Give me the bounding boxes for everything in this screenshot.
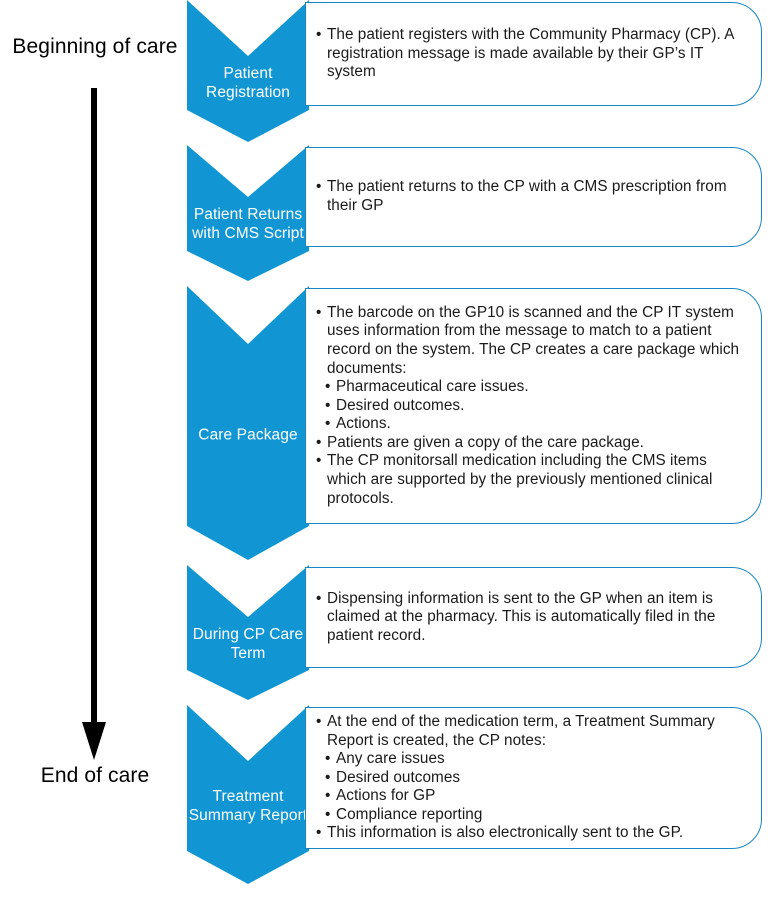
chevron-shape-4[interactable]: [187, 565, 309, 700]
bullet-list-1: The patient registers with the Community…: [306, 26, 761, 82]
flow-step-1: Patient RegistrationThe patient register…: [0, 0, 773, 142]
bullet-item: At the end of the medication term, a Tre…: [316, 713, 747, 750]
flow-step-3: Care PackageThe barcode on the GP10 is s…: [0, 286, 773, 560]
bullet-list-3: The barcode on the GP10 is scanned and t…: [306, 304, 761, 509]
callout-box-3: The barcode on the GP10 is scanned and t…: [305, 288, 762, 524]
bullet-item: Dispensing information is sent to the GP…: [316, 590, 747, 646]
bullet-list-2: The patient returns to the CP with a CMS…: [306, 178, 761, 215]
flow-step-4: During CP Care TermDispensing informatio…: [0, 565, 773, 700]
bullet-item: The CP monitorsall medication including …: [316, 452, 747, 508]
timeline-end-label: End of care: [40, 764, 150, 787]
bullet-item: Any care issues: [325, 750, 747, 769]
down-arrow-icon: [70, 88, 120, 760]
bullet-item: Patients are given a copy of the care pa…: [316, 434, 747, 453]
bullet-item: The barcode on the GP10 is scanned and t…: [316, 304, 747, 378]
chevron-shape-3[interactable]: [187, 286, 309, 560]
flow-step-2: Patient Returns with CMS ScriptThe patie…: [0, 145, 773, 281]
callout-box-5: At the end of the medication term, a Tre…: [305, 707, 762, 849]
bullet-item: Desired outcomes: [325, 769, 747, 788]
flow-step-5: Treatment Summary ReportAt the end of th…: [0, 705, 773, 884]
bullet-item: The patient registers with the Community…: [316, 26, 747, 82]
bullet-item: The patient returns to the CP with a CMS…: [316, 178, 747, 215]
chevron-shape-5[interactable]: [187, 705, 309, 884]
bullet-item: Compliance reporting: [325, 806, 747, 825]
chevron-shape-2[interactable]: [187, 145, 309, 281]
bullet-item: Actions for GP: [325, 787, 747, 806]
callout-box-2: The patient returns to the CP with a CMS…: [305, 147, 762, 247]
bullet-list-5: At the end of the medication term, a Tre…: [306, 713, 761, 843]
timeline-start-label: Beginning of care: [12, 35, 178, 58]
bullet-item: Actions.: [325, 415, 747, 434]
callout-box-1: The patient registers with the Community…: [305, 2, 762, 106]
bullet-item: Pharmaceutical care issues.: [325, 378, 747, 397]
bullet-list-4: Dispensing information is sent to the GP…: [306, 590, 761, 646]
chevron-shape-1[interactable]: [187, 0, 309, 142]
bullet-item: This information is also electronically …: [316, 824, 747, 843]
bullet-item: Desired outcomes.: [325, 397, 747, 416]
callout-box-4: Dispensing information is sent to the GP…: [305, 567, 762, 668]
